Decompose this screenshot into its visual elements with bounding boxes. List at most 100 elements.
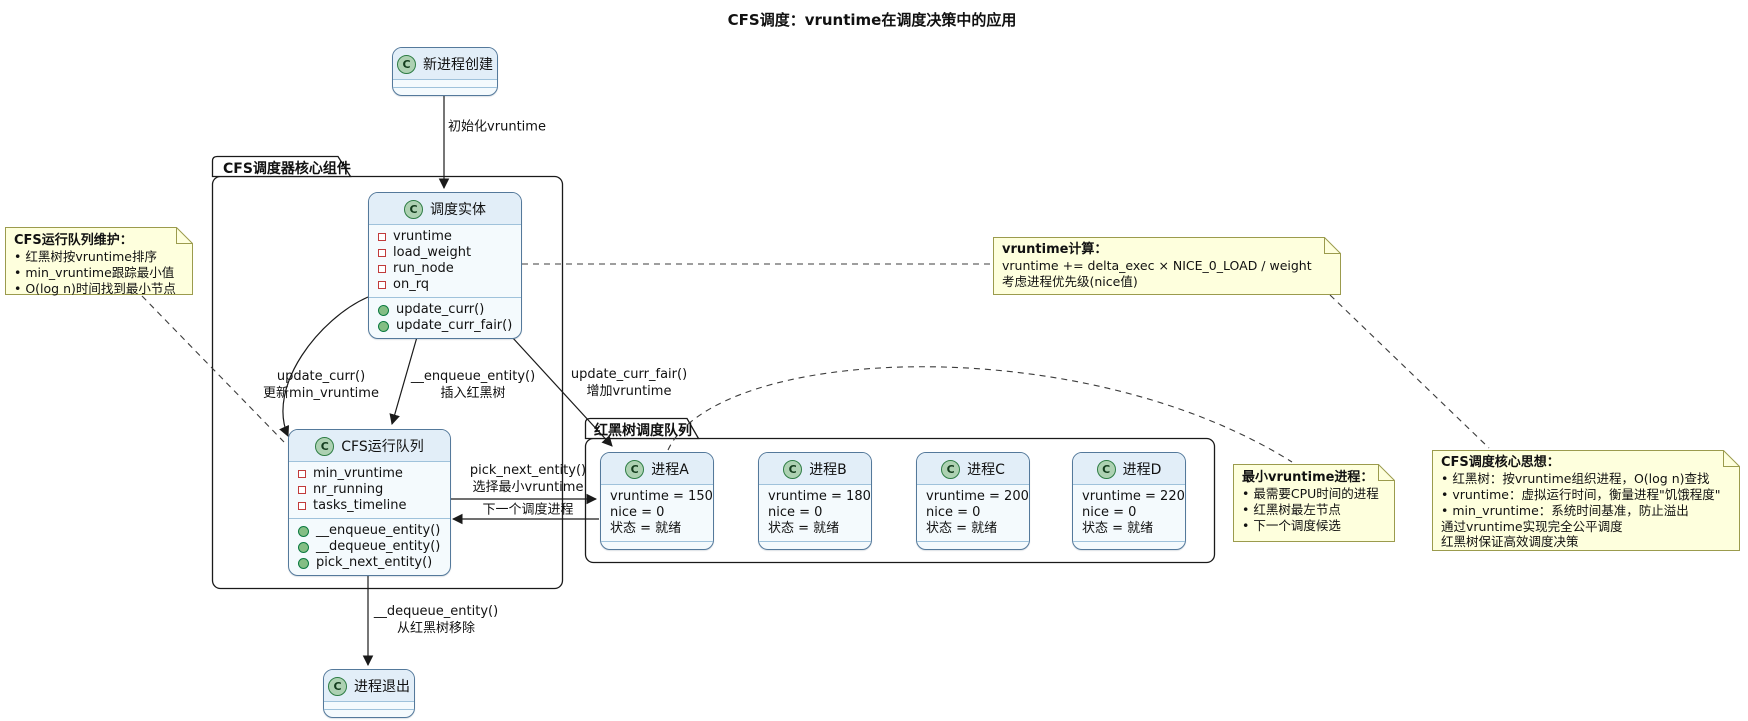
class-new-process: C 新进程创建: [392, 47, 498, 96]
method-dequeue-entity: __dequeue_entity(): [298, 539, 441, 555]
note-line: • 红黑树按vruntime排序: [14, 249, 157, 265]
class-header: C CFS运行队列: [289, 430, 450, 462]
fields-compartment: vruntime = 200 nice = 0 状态 = 就绪: [917, 485, 1029, 541]
method-label: pick_next_entity(): [316, 555, 433, 570]
field-label: on_rq: [393, 277, 430, 292]
edge-label-line: 更新min_vruntime: [263, 386, 379, 401]
empty-methods-compartment: [1073, 541, 1185, 549]
note-line: • min_vruntime：系统时间基准，防止溢出: [1441, 502, 1689, 518]
edge-enqueue-entity: [389, 336, 418, 426]
method-icon: [378, 320, 389, 332]
method-label: __enqueue_entity(): [316, 523, 441, 538]
class-header: C 进程C: [917, 453, 1029, 485]
note-title: 最小vruntime进程：: [1242, 470, 1374, 485]
empty-methods-compartment: [393, 87, 497, 95]
edge-label-init-vruntime: 初始化vruntime: [448, 120, 546, 137]
empty-methods-compartment: [324, 709, 414, 717]
edge-label-line: 增加vruntime: [586, 384, 672, 399]
method-enqueue-entity: __enqueue_entity(): [298, 523, 441, 539]
process-nice: nice = 0: [926, 505, 981, 520]
edge-label-line: __enqueue_entity(): [410, 369, 536, 385]
field-label: run_node: [393, 261, 454, 276]
process-state: 状态 = 就绪: [768, 521, 840, 536]
note-vruntime-calc: vruntime计算： vruntime += delta_exec × NIC…: [1002, 242, 1312, 290]
class-process-c: C 进程C vruntime = 200 nice = 0 状态 = 就绪: [916, 452, 1030, 550]
field-on-rq: on_rq: [378, 277, 512, 293]
method-icon: [378, 304, 389, 316]
class-header: C 进程B: [759, 453, 871, 485]
class-icon: C: [404, 199, 423, 219]
field-icon: [298, 470, 306, 478]
field-icon: [298, 486, 306, 494]
edge-label-line: 从红黑树移除: [396, 621, 476, 636]
field-min-vruntime: min_vruntime: [298, 466, 441, 482]
fields-compartment: min_vruntime nr_running tasks_timeline: [289, 462, 450, 518]
fields-compartment: vruntime load_weight run_node on_rq: [369, 225, 521, 297]
field-icon: [378, 249, 386, 257]
process-vruntime: vruntime = 150: [610, 489, 713, 504]
note-line: vruntime += delta_exec × NICE_0_LOAD / w…: [1002, 258, 1312, 274]
class-header: C 进程D: [1073, 453, 1185, 485]
field-label: tasks_timeline: [313, 498, 407, 513]
note-min-vruntime: 最小vruntime进程： • 最需要CPU时间的进程 • 红黑树最左节点 • …: [1242, 470, 1379, 534]
empty-methods-compartment: [601, 541, 713, 549]
class-icon: C: [397, 54, 416, 74]
method-icon: [298, 525, 309, 537]
edge-label-update-curr-fair: update_curr_fair() 增加vruntime: [571, 367, 687, 401]
field-nr-running: nr_running: [298, 482, 441, 498]
note-line: 考虑进程优先级(nice值): [1002, 274, 1138, 290]
note-core-idea-shape: [1432, 450, 1740, 551]
edge-update-curr-fair: [511, 336, 613, 447]
method-update-curr: update_curr(): [378, 302, 512, 318]
note-line: • 红黑树：按vruntime组织进程，O(log n)查找: [1441, 471, 1710, 487]
method-icon: [298, 541, 309, 553]
class-name: 调度实体: [430, 202, 486, 218]
methods-compartment: update_curr() update_curr_fair(): [369, 297, 521, 338]
edge-label-line: __dequeue_entity(): [373, 604, 499, 620]
note-title: vruntime计算：: [1002, 242, 1108, 257]
process-state: 状态 = 就绪: [926, 521, 998, 536]
field-label: vruntime: [393, 229, 452, 244]
note-vruntime-calc-shape: [993, 237, 1341, 295]
edge-label-enqueue-entity: __enqueue_entity() 插入红黑树: [411, 369, 535, 403]
edge-label-line: pick_next_entity(): [469, 463, 587, 479]
fields-compartment: vruntime = 180 nice = 0 状态 = 就绪: [759, 485, 871, 541]
empty-fields-compartment: [393, 80, 497, 87]
process-vruntime: vruntime = 220: [1082, 489, 1185, 504]
process-nice: nice = 0: [768, 505, 823, 520]
package-rbtree-label: 红黑树调度队列: [594, 423, 692, 439]
note-min-vruntime-shape: [1233, 464, 1395, 542]
method-icon: [298, 557, 309, 569]
process-nice: nice = 0: [1082, 505, 1137, 520]
package-core-tab: [211, 155, 352, 178]
process-vruntime: vruntime = 200: [926, 489, 1029, 504]
link-note-min-vruntime: [667, 366, 1293, 463]
class-process-a: C 进程A vruntime = 150 nice = 0 状态 = 就绪: [600, 452, 714, 550]
method-pick-next-entity: pick_next_entity(): [298, 555, 441, 571]
class-process-b: C 进程B vruntime = 180 nice = 0 状态 = 就绪: [758, 452, 872, 550]
edge-label-line: 下一个调度进程: [482, 502, 574, 518]
class-header: C 新进程创建: [393, 48, 497, 80]
method-label: update_curr(): [396, 302, 485, 317]
class-name: 进程B: [809, 462, 847, 478]
class-icon: C: [941, 459, 961, 479]
field-tasks-timeline: tasks_timeline: [298, 498, 441, 514]
package-rbtree-body: [584, 437, 1216, 564]
class-icon: C: [328, 676, 347, 696]
class-name: 进程C: [967, 462, 1005, 478]
field-icon: [378, 265, 386, 273]
process-state: 状态 = 就绪: [610, 521, 682, 536]
class-sched-entity: C 调度实体 vruntime load_weight run_node on_…: [368, 192, 522, 339]
edge-label-dequeue-entity: __dequeue_entity() 从红黑树移除: [374, 604, 498, 638]
note-line: • 下一个调度候选: [1242, 517, 1341, 533]
class-name: 进程A: [651, 462, 689, 478]
note-line: • O(log n)时间找到最小节点: [14, 280, 176, 296]
note-rq-maintain: CFS运行队列维护： • 红黑树按vruntime排序 • min_vrunti…: [14, 233, 176, 297]
class-icon: C: [783, 459, 803, 479]
field-label: min_vruntime: [313, 466, 403, 481]
class-icon: C: [625, 459, 645, 479]
fields-compartment: vruntime = 220 nice = 0 状态 = 就绪: [1073, 485, 1185, 541]
note-core-idea: CFS调度核心思想： • 红黑树：按vruntime组织进程，O(log n)查…: [1441, 455, 1720, 550]
class-header: C 进程退出: [324, 670, 414, 702]
